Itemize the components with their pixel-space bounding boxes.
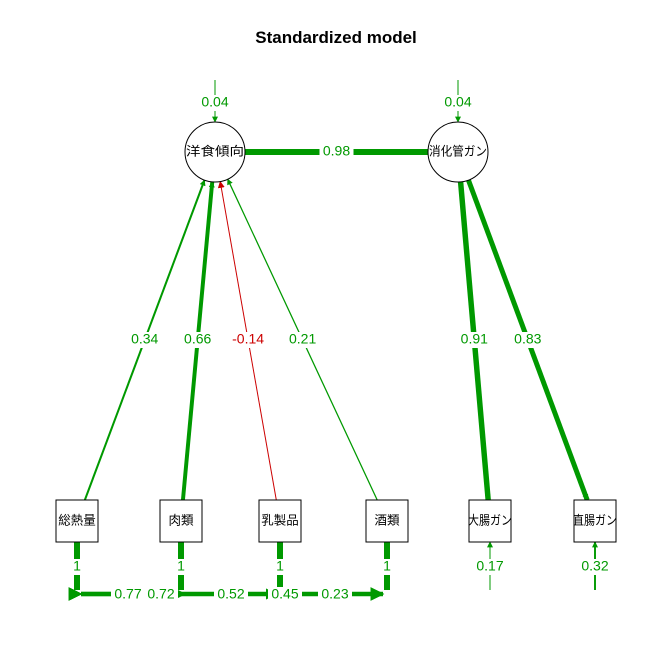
covariance-label-m1-m4-bg xyxy=(111,587,145,603)
path-label-L2-o2-bg xyxy=(510,332,545,348)
variance-label-m3-bg xyxy=(275,559,285,575)
variance-label-o1-bg xyxy=(473,559,507,575)
observed-node-o2 xyxy=(573,499,617,543)
variance-label-L1: 0.04 xyxy=(201,94,228,110)
latent-label-L1: 洋食傾向 xyxy=(186,144,244,159)
latent-label-L2: 消化管ガン xyxy=(429,144,487,159)
observed-node-m2 xyxy=(159,499,203,543)
variance-label-m1: 1 xyxy=(73,558,81,574)
observed-node-m4 xyxy=(365,499,409,543)
variance-label-m1-bg xyxy=(72,559,82,575)
observed-node-o1 xyxy=(468,499,512,543)
variance-label-m2-bg xyxy=(176,559,186,575)
variance-label-o1: 0.17 xyxy=(476,558,503,574)
observed-label-m4: 酒類 xyxy=(374,513,400,528)
diagram-title: Standardized model xyxy=(255,28,417,47)
path-label-m4-L1-bg xyxy=(285,332,320,348)
covariance-label-m1-m4: 0.77 xyxy=(114,586,141,602)
path-label-m4-L1: 0.21 xyxy=(289,331,316,347)
covariance-label-m2-m3: 0.52 xyxy=(217,586,244,602)
covariance-label-m1-m2: 0.72 xyxy=(147,586,174,602)
path-label-L2-o2: 0.83 xyxy=(514,331,541,347)
path-label-L1-L2: 0.98 xyxy=(323,143,350,159)
observed-node-m3 xyxy=(258,499,302,543)
observed-node-m1 xyxy=(55,499,99,543)
covariance-label-m2-m4: 0.45 xyxy=(271,586,298,602)
covariance-label-m3-m4: 0.23 xyxy=(321,586,348,602)
path-label-L2-o1-bg xyxy=(457,332,492,348)
variance-label-m4-bg xyxy=(382,559,392,575)
observed-label-m1: 総熱量 xyxy=(58,513,96,528)
covariance-label-m1-m2-bg xyxy=(144,587,178,603)
covariance-label-m3-m4-bg xyxy=(318,587,352,603)
variance-label-m2: 1 xyxy=(177,558,185,574)
variance-label-L2-bg xyxy=(441,95,475,111)
observed-label-m3: 乳製品 xyxy=(261,513,299,528)
variance-label-o2: 0.32 xyxy=(581,558,608,574)
path-label-m1-L1-bg xyxy=(127,332,162,348)
path-label-L1-L2-bg xyxy=(319,144,354,160)
path-label-m3-L1-bg xyxy=(227,332,270,348)
observed-label-o1: 大腸ガン xyxy=(468,513,512,528)
covariance-label-m2-m4-bg xyxy=(268,587,302,603)
path-label-m1-L1: 0.34 xyxy=(131,331,158,347)
latent-node-L2 xyxy=(427,121,489,183)
variance-label-m4: 1 xyxy=(383,558,391,574)
covariance-label-m2-m3-bg xyxy=(214,587,248,603)
variance-label-L2: 0.04 xyxy=(444,94,471,110)
label-layer: 0.98 0.34 0.66 -0.14 0.21 0.91 0.83 0.04 0.04 1 1 1… xyxy=(58,94,617,603)
variance-label-L1-bg xyxy=(198,95,232,111)
variance-label-m3: 1 xyxy=(276,558,284,574)
observed-label-o2: 直腸ガン xyxy=(573,513,617,528)
variance-label-o2-bg xyxy=(578,559,612,575)
path-label-m3-L1: -0.14 xyxy=(232,331,264,347)
path-label-L2-o1: 0.91 xyxy=(461,331,488,347)
node-layer xyxy=(55,121,617,543)
latent-node-L1 xyxy=(184,121,246,183)
path-label-m2-L1: 0.66 xyxy=(184,331,211,347)
observed-label-m2: 肉類 xyxy=(168,513,194,528)
path-label-m2-L1-bg xyxy=(180,332,215,348)
